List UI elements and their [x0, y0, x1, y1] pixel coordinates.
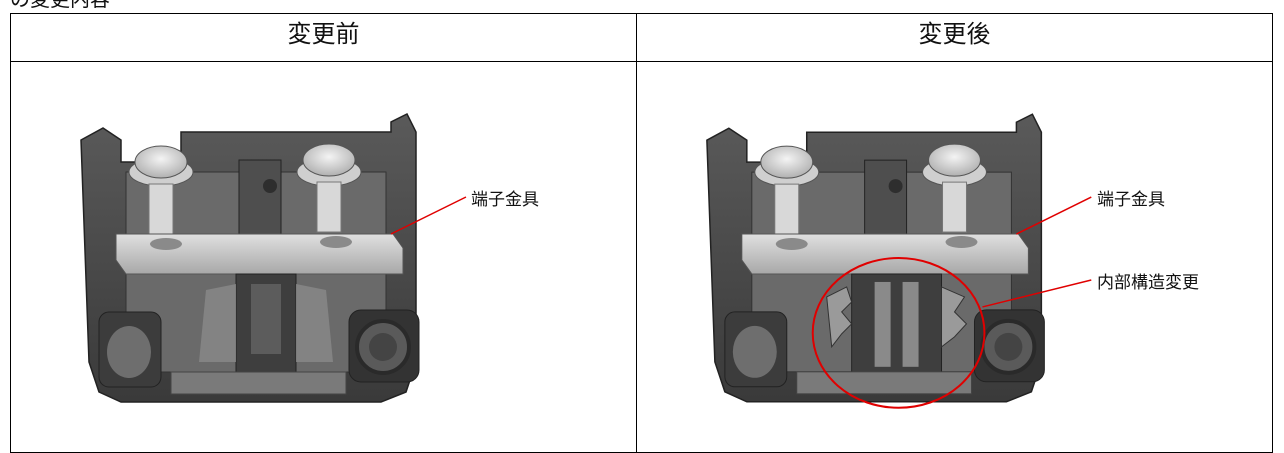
after-internal-label: 内部構造変更 — [1097, 273, 1199, 293]
after-terminal-leader-line — [1016, 196, 1092, 235]
terminal-block-before-drawing — [80, 112, 467, 403]
after-terminal-label: 端子金具 — [1097, 190, 1165, 210]
cropped-heading-text: の変更内容 — [10, 0, 110, 11]
after-header: 変更後 — [636, 13, 1273, 62]
internal-change-highlight-circle — [811, 256, 986, 409]
after-cell: 端子金具 内部構造変更 — [636, 61, 1273, 453]
cropped-heading: の変更内容 — [0, 0, 260, 14]
before-terminal-leader-line — [390, 196, 467, 235]
after-internal-leader-line — [982, 279, 1092, 308]
comparison-table: 変更前 変更後 — [10, 13, 1273, 453]
before-cell: 端子金具 — [10, 61, 637, 453]
before-terminal-label: 端子金具 — [471, 190, 539, 210]
terminal-block-after-drawing — [706, 113, 1092, 409]
before-header: 変更前 — [10, 13, 637, 62]
